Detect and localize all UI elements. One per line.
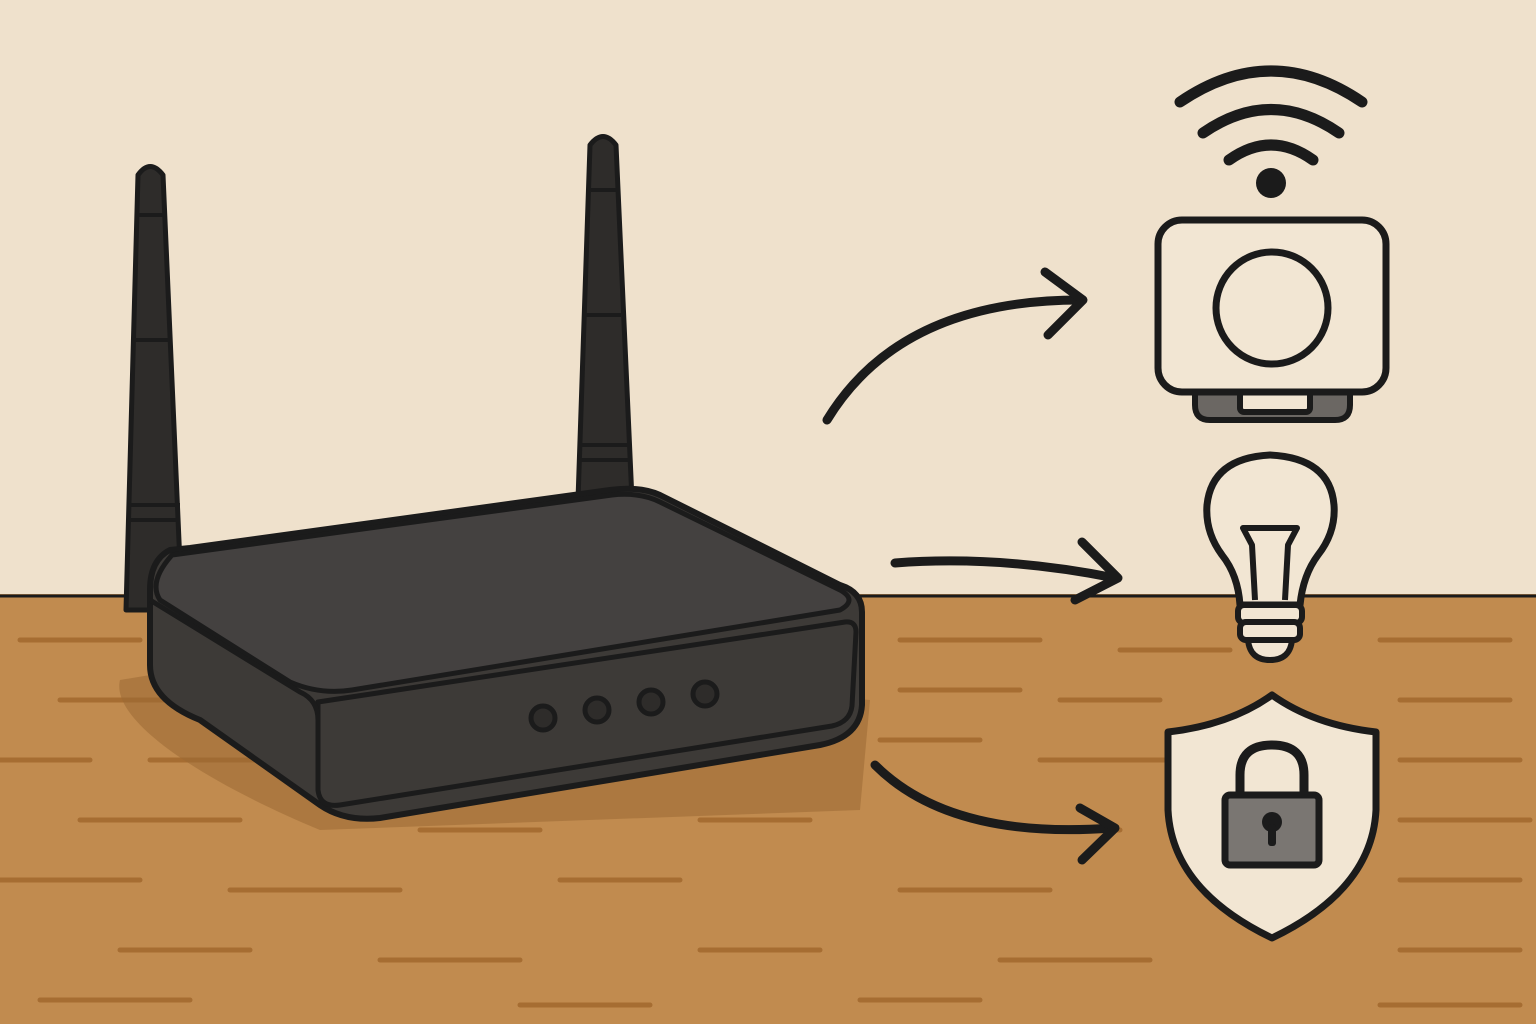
arrow-to-lock [870,760,1120,865]
wireless-router [123,134,865,822]
arrow-to-bulb [890,537,1123,605]
router-antenna-left [123,164,185,613]
arrow-to-camera [822,267,1088,425]
router-indicator-light [582,695,612,725]
light-bulb-icon [1203,451,1338,664]
router-top [153,491,852,694]
camera-lens [1212,248,1332,368]
connection-arrows [822,267,1123,865]
shield-lock-icon [1164,691,1380,942]
router-indicator-light [636,687,666,717]
router-antenna-right [575,134,635,503]
lock-shackle [1235,740,1309,795]
router-indicator-light [528,703,558,733]
camera-icon [1154,216,1390,423]
router-indicator-light [690,679,720,709]
wifi-icon [1174,65,1368,198]
router-indicator-lights [528,679,720,733]
